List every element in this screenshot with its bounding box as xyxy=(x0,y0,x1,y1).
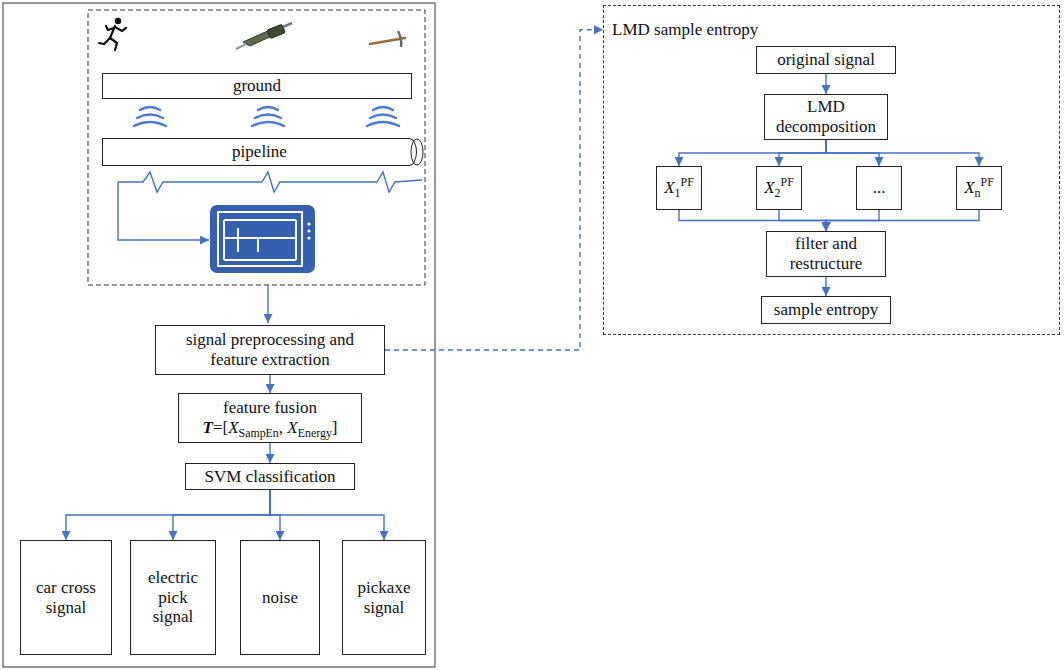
flow-arrow xyxy=(779,140,826,166)
box-label: pipeline xyxy=(232,142,287,162)
process-box: original signal xyxy=(756,46,896,74)
process-box: feature fusionT=[XSampEn, XEnergy] xyxy=(178,393,362,443)
drawing-part xyxy=(115,27,126,31)
process-box: SVM classification xyxy=(185,463,355,490)
sensing-fiber xyxy=(118,172,422,192)
process-box: sample entropy xyxy=(761,296,891,324)
dashed-link-arrow xyxy=(385,30,603,350)
drawing-part xyxy=(137,115,163,119)
flow-arrow xyxy=(825,277,826,296)
box-label: sample entropy xyxy=(774,300,878,320)
box-label: XnPF xyxy=(964,178,994,198)
class-box: car cross signal xyxy=(20,540,112,655)
pickaxe-icon xyxy=(370,31,405,47)
scene-frame xyxy=(88,10,425,285)
drawing-part xyxy=(210,205,315,273)
drawing-part xyxy=(134,122,166,126)
drawing-part xyxy=(115,18,121,24)
drawing-part xyxy=(224,220,296,260)
pipeline-cylinder: pipeline xyxy=(102,138,417,166)
flow-arrow xyxy=(779,210,826,231)
formula-label: T=[XSampEn, XEnergy] xyxy=(202,418,337,438)
box-label: feature fusion xyxy=(223,398,317,418)
box-label: LMD sample entropy xyxy=(612,20,758,40)
box-label: X2PF xyxy=(764,178,794,198)
process-box: LMD decomposition xyxy=(764,94,888,140)
electric-pick-icon xyxy=(236,23,292,49)
pipe-end xyxy=(411,139,423,165)
drawing-part xyxy=(307,236,310,239)
box-label: SVM classification xyxy=(205,467,336,487)
flow-arrow xyxy=(269,375,270,393)
flow-arrow xyxy=(66,490,270,540)
component-box: ... xyxy=(856,166,902,210)
box-label: ... xyxy=(873,178,886,198)
drawing-part xyxy=(307,222,310,225)
detail-panel: LMD sample entropy original signalLMD dec… xyxy=(603,5,1060,335)
drawing-part xyxy=(258,107,278,110)
drawing-part xyxy=(140,107,160,110)
drawing-part xyxy=(110,38,117,50)
flow-arrow xyxy=(826,210,979,231)
device-arrow xyxy=(267,285,268,323)
class-box: pickaxe signal xyxy=(342,540,426,655)
box-label: car cross signal xyxy=(26,578,106,617)
flow-arrow xyxy=(679,140,826,166)
drawing-part xyxy=(307,229,310,232)
flow-arrow xyxy=(270,490,384,540)
flow-arrow xyxy=(173,490,270,540)
runner-icon xyxy=(99,18,126,50)
interrogator-device xyxy=(210,205,315,273)
drawing-part xyxy=(373,107,393,110)
drawing-part xyxy=(367,122,399,126)
fiber-lead xyxy=(118,182,209,240)
drawing-part xyxy=(106,26,114,30)
component-box: X2PF xyxy=(756,166,802,210)
drawing-part xyxy=(218,212,302,266)
class-box: noise xyxy=(240,540,320,655)
drawing-part xyxy=(398,31,401,47)
component-box: XnPF xyxy=(956,166,1002,210)
class-box: electric pick signal xyxy=(130,540,216,655)
box-label: LMD decomposition xyxy=(770,97,882,136)
box-label: X1PF xyxy=(664,178,694,198)
flow-arrow xyxy=(679,210,826,231)
drawing-part xyxy=(370,115,396,119)
box-label: original signal xyxy=(777,50,875,70)
drawing-part xyxy=(255,115,281,119)
process-box: filter and restructure xyxy=(766,231,886,277)
outer-frame xyxy=(3,3,435,667)
drawing-part xyxy=(267,24,285,38)
component-box: X1PF xyxy=(656,166,702,210)
flow-arrow xyxy=(826,140,979,166)
vibration-waves xyxy=(134,107,399,126)
process-box: signal preprocessing and feature extract… xyxy=(155,325,385,375)
drawing-part xyxy=(252,122,284,126)
box-label: electric pick signal xyxy=(136,568,210,627)
flow-arrow xyxy=(825,74,826,94)
box-label: filter and restructure xyxy=(772,234,880,273)
box-label: signal preprocessing and feature extract… xyxy=(161,330,379,369)
drawing-part xyxy=(283,23,292,27)
drawing-part xyxy=(236,44,246,49)
drawing-part xyxy=(99,38,110,44)
box-label: noise xyxy=(262,588,298,608)
flow-arrow xyxy=(269,443,270,463)
box-label: pickaxe signal xyxy=(348,578,420,617)
ground-bar: ground xyxy=(102,73,412,99)
box-label: ground xyxy=(233,76,281,96)
